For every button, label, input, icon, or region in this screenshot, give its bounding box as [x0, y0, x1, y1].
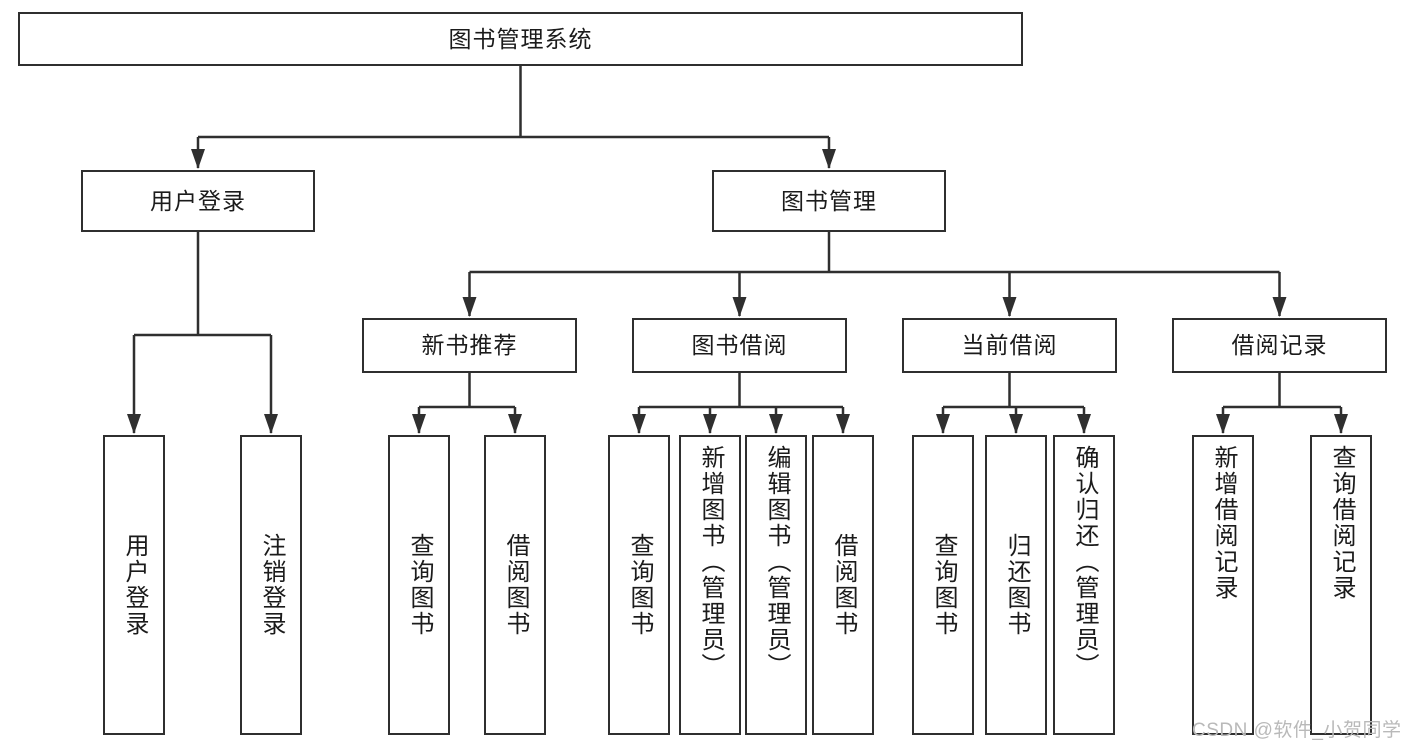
node-label: 借阅图书 [830, 533, 857, 637]
node-new-book-recommend: 新书推荐 [362, 318, 577, 373]
node-label: 查询图书 [626, 533, 653, 637]
node-label: 图书管理 [781, 187, 877, 214]
node-label: 图书管理系统 [448, 25, 593, 52]
node-label: 当前借阅 [961, 332, 1058, 359]
node-label: 图书借阅 [691, 332, 788, 359]
node-leaf-add-book-admin: 新增图书（管理员） [679, 435, 741, 735]
node-leaf-confirm-return-admin: 确认归还（管理员） [1053, 435, 1115, 735]
node-label: 编辑图书（管理员） [763, 445, 790, 679]
node-label: 确认归还（管理员） [1071, 445, 1098, 679]
node-label: 新书推荐 [421, 332, 518, 359]
node-book-borrow: 图书借阅 [632, 318, 847, 373]
node-borrow-record: 借阅记录 [1172, 318, 1387, 373]
node-user-login: 用户登录 [81, 170, 315, 232]
node-label: 借阅记录 [1231, 332, 1328, 359]
node-leaf-user-logout: 注销登录 [240, 435, 302, 735]
node-leaf-user-login: 用户登录 [103, 435, 165, 735]
node-leaf-query-book-2: 查询图书 [608, 435, 670, 735]
node-leaf-add-borrow-record: 新增借阅记录 [1192, 435, 1254, 735]
node-label: 用户登录 [150, 187, 246, 214]
node-leaf-query-book-3: 查询图书 [912, 435, 974, 735]
node-label: 注销登录 [258, 533, 285, 637]
node-leaf-edit-book-admin: 编辑图书（管理员） [745, 435, 807, 735]
node-label: 用户登录 [121, 533, 148, 637]
node-leaf-borrow-book-2: 借阅图书 [812, 435, 874, 735]
csdn-watermark: CSDN @软件_小贺同学 [1192, 720, 1402, 741]
node-root: 图书管理系统 [18, 12, 1023, 66]
node-current-borrow: 当前借阅 [902, 318, 1117, 373]
node-leaf-borrow-book-1: 借阅图书 [484, 435, 546, 735]
node-label: 查询图书 [406, 533, 433, 637]
node-label: 新增图书（管理员） [697, 445, 724, 679]
node-label: 借阅图书 [502, 533, 529, 637]
node-leaf-return-book: 归还图书 [985, 435, 1047, 735]
node-label: 新增借阅记录 [1210, 445, 1237, 601]
node-leaf-query-book-1: 查询图书 [388, 435, 450, 735]
node-label: 查询图书 [930, 533, 957, 637]
node-label: 查询借阅记录 [1328, 445, 1355, 601]
node-label: 归还图书 [1003, 533, 1030, 637]
node-book-manage: 图书管理 [712, 170, 946, 232]
node-leaf-query-borrow-record: 查询借阅记录 [1310, 435, 1372, 735]
